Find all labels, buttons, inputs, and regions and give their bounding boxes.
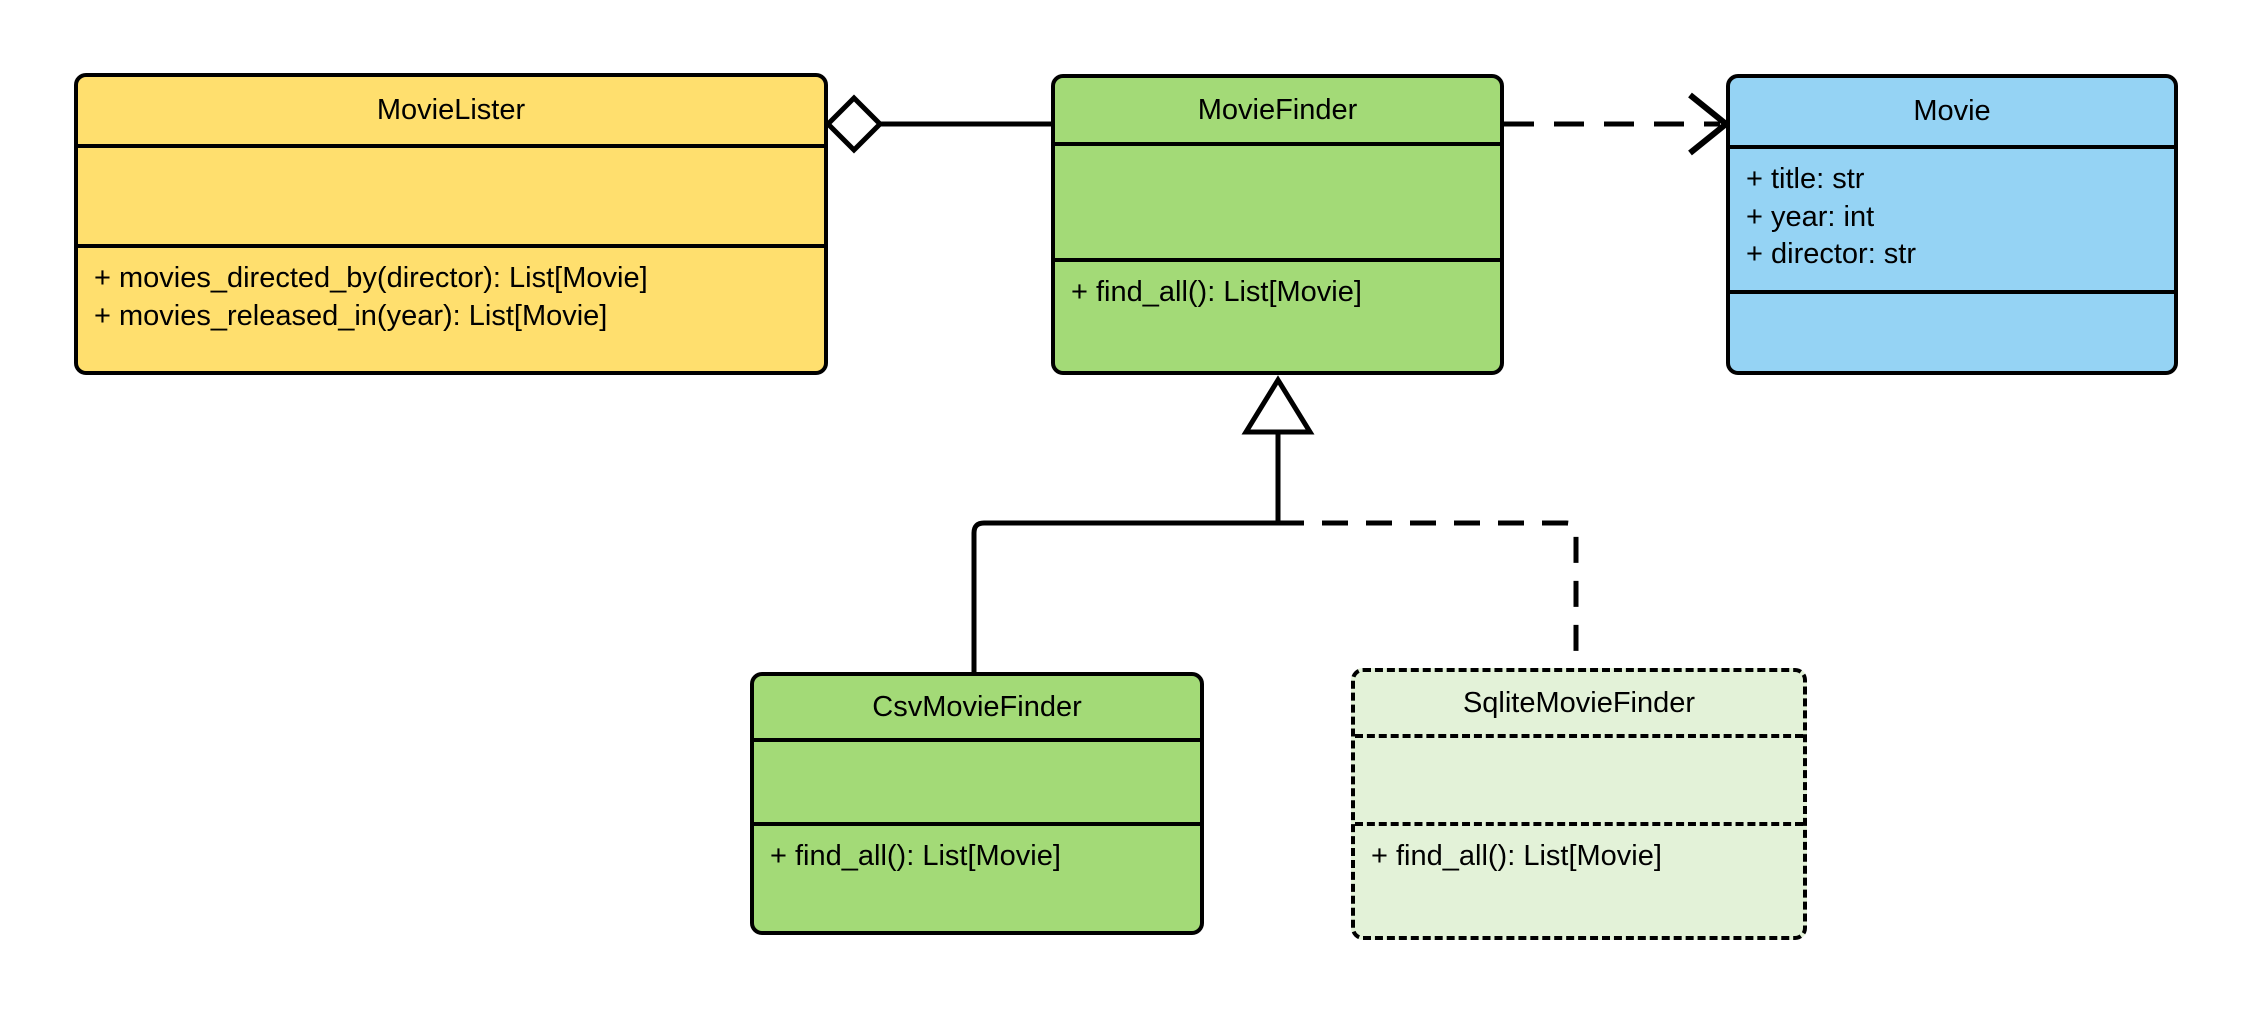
edge-generalization-arrowhead — [1241, 375, 1315, 523]
generalization-line-sqlite — [1278, 520, 1579, 668]
hollow-diamond-icon — [824, 94, 884, 154]
methods-compartment-csv-movie-finder: + find_all(): List[Movie] — [754, 822, 1200, 931]
class-name-movie-lister: MovieLister — [376, 94, 526, 126]
method-item: + find_all(): List[Movie] — [1371, 840, 1662, 872]
attribute-item: + year: int — [1746, 200, 1875, 233]
uml-class-csv-movie-finder[interactable]: CsvMovieFinder + find_all(): List[Movie] — [750, 672, 1204, 935]
methods-compartment-movie-finder: + find_all(): List[Movie] — [1055, 258, 1500, 371]
edge-generalization-sqlite[interactable] — [1278, 520, 1579, 668]
class-name-movie: Movie — [1913, 95, 1991, 127]
class-name-sqlite-movie-finder: SqliteMovieFinder — [1462, 686, 1696, 719]
attribute-item: + director: str — [1746, 238, 1917, 271]
uml-class-sqlite-movie-finder[interactable]: SqliteMovieFinder + find_all(): List[Mov… — [1351, 668, 1807, 940]
attributes-compartment-movie: + title: str + year: int + director: str — [1730, 145, 2174, 290]
method-item: + movies_directed_by(director): List[Mov… — [94, 262, 648, 294]
method-item: + movies_released_in(year): List[Movie] — [94, 299, 608, 332]
method-item: + find_all(): List[Movie] — [770, 840, 1061, 872]
methods-compartment-movie — [1730, 290, 2174, 371]
open-arrow-icon — [1688, 92, 1731, 156]
attribute-item: + title: str — [1746, 163, 1865, 195]
attributes-compartment-csv-movie-finder — [754, 738, 1200, 822]
methods-compartment-movie-lister: + movies_directed_by(director): List[Mov… — [78, 244, 824, 371]
uml-class-movie-lister[interactable]: MovieLister + movies_directed_by(directo… — [74, 73, 828, 375]
class-name-movie-finder: MovieFinder — [1197, 93, 1358, 126]
generalization-line-csv — [971, 520, 1278, 672]
attributes-compartment-movie-lister — [78, 144, 824, 244]
edge-dependency-finder-movie[interactable] — [1504, 92, 1731, 156]
edge-generalization-csv[interactable] — [971, 520, 1278, 672]
attributes-compartment-movie-finder — [1055, 142, 1500, 258]
uml-class-movie[interactable]: Movie + title: str + year: int + directo… — [1726, 74, 2178, 375]
class-name-csv-movie-finder: CsvMovieFinder — [872, 690, 1082, 723]
attributes-compartment-sqlite-movie-finder — [1355, 734, 1803, 822]
edge-aggregation-lister-finder[interactable] — [824, 94, 1051, 154]
method-item: + find_all(): List[Movie] — [1071, 276, 1362, 308]
hollow-triangle-icon — [1241, 375, 1315, 435]
uml-class-movie-finder[interactable]: MovieFinder + find_all(): List[Movie] — [1051, 74, 1504, 375]
methods-compartment-sqlite-movie-finder: + find_all(): List[Movie] — [1355, 822, 1803, 936]
